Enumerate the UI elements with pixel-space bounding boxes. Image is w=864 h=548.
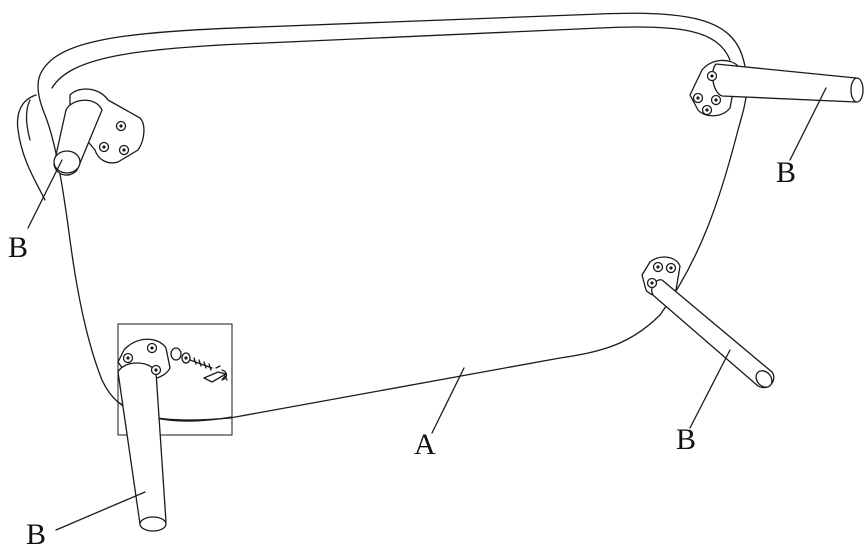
detail-inset-box — [117, 323, 233, 436]
label-leg-top-right: B — [776, 156, 796, 189]
seat-shell — [16, 12, 748, 421]
leg-foot-end — [139, 516, 167, 532]
leg-tube — [711, 63, 863, 103]
leg-foot-end — [850, 77, 864, 103]
leg-top-left — [53, 88, 145, 176]
allen-key-icon — [203, 365, 228, 383]
bolt-group — [122, 342, 162, 376]
leader-lines — [27, 87, 827, 531]
label-leg-right: B — [676, 423, 696, 456]
label-leg-top-left: B — [8, 231, 28, 264]
leg-foot-end — [755, 370, 773, 388]
leg-top-right — [689, 59, 864, 117]
bolt-group — [646, 261, 677, 289]
label-seat: A — [414, 428, 436, 461]
leg-bottom-left — [117, 323, 233, 532]
label-leg-bottom-left: B — [26, 518, 46, 548]
leg-tube — [651, 279, 775, 389]
leg-tube — [117, 362, 167, 532]
bolt-group — [98, 120, 130, 156]
leg-foot-end — [53, 150, 81, 174]
bolt-group — [692, 70, 722, 116]
fastener-exploded — [170, 347, 213, 371]
leg-right — [641, 256, 775, 389]
